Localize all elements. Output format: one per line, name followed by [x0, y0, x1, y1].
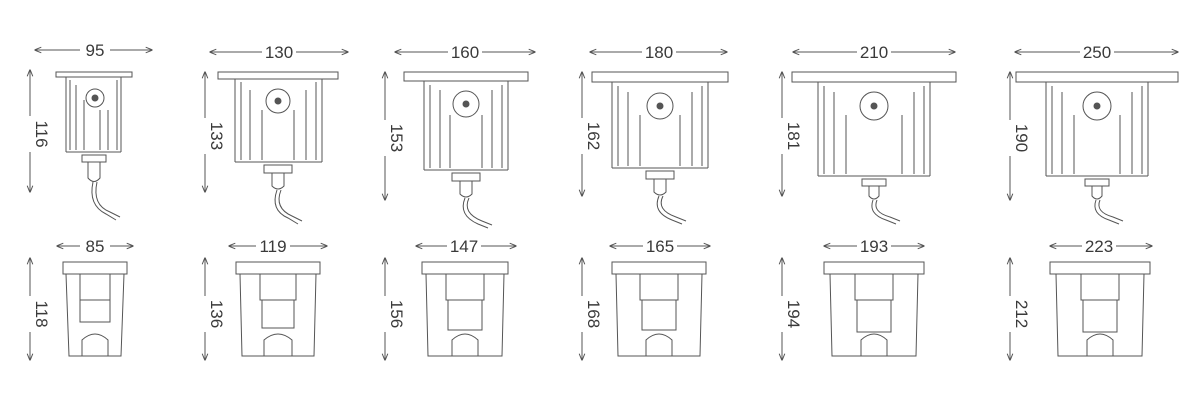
fixture-front-view [403, 71, 529, 229]
top-height-label: 181 [784, 122, 803, 150]
fixture-front-view [791, 71, 957, 225]
bottom-width-dimension: 85 [57, 236, 133, 256]
height-dimension: 153 [375, 72, 406, 200]
fixture-side-view [823, 261, 925, 357]
width-dimension: 160 [395, 42, 535, 62]
width-dimension: 180 [590, 42, 727, 62]
bottom-height-dimension: 118 [20, 258, 51, 360]
bottom-height-dimension: 156 [375, 258, 406, 360]
fixture-front-view [1015, 71, 1179, 225]
top-height-label: 162 [584, 122, 603, 150]
bottom-width-label: 223 [1085, 237, 1113, 256]
top-height-label: 133 [207, 122, 226, 150]
bottom-width-label: 165 [646, 237, 674, 256]
top-height-label: 116 [32, 120, 51, 147]
fixture-front-view [591, 71, 729, 225]
bottom-height-dimension: 136 [195, 258, 226, 360]
top-width-label: 180 [645, 43, 673, 62]
width-dimension: 130 [210, 42, 348, 62]
fixture-side-view [62, 261, 128, 357]
top-width-label: 160 [451, 43, 479, 62]
height-dimension: 162 [572, 72, 603, 196]
bottom-width-label: 193 [860, 237, 888, 256]
top-width-label: 95 [86, 41, 105, 60]
bottom-height-label: 168 [584, 300, 603, 328]
bottom-height-dimension: 168 [572, 258, 603, 360]
fixture-1: 95 116 85 118 [20, 40, 152, 360]
width-dimension: 250 [1015, 42, 1178, 62]
fixture-side-view [1049, 261, 1151, 357]
fixture-side-view [611, 261, 707, 357]
top-height-label: 153 [387, 124, 406, 152]
fixture-4: 180 162 165 168 [572, 42, 729, 360]
fixture-2: 130 133 119 136 [195, 42, 348, 360]
width-dimension: 95 [35, 40, 152, 60]
bottom-height-label: 118 [32, 300, 51, 327]
bottom-width-label: 147 [450, 237, 478, 256]
fixture-front-view [55, 71, 133, 221]
bottom-width-label: 85 [86, 237, 105, 256]
fixture-side-view [421, 261, 509, 357]
bottom-width-label: 119 [259, 237, 286, 256]
bottom-height-label: 136 [207, 300, 226, 328]
top-width-label: 130 [265, 43, 293, 62]
fixture-3: 160 153 147 156 [375, 42, 535, 360]
bottom-height-dimension: 194 [772, 258, 803, 360]
bottom-height-label: 194 [784, 300, 803, 328]
fixture-5: 210 181 193 194 [772, 42, 957, 360]
height-dimension: 190 [1000, 72, 1031, 200]
bottom-height-label: 212 [1012, 300, 1031, 328]
bottom-width-dimension: 119 [229, 236, 327, 256]
bottom-width-dimension: 193 [824, 236, 924, 256]
width-dimension: 210 [793, 42, 955, 62]
height-dimension: 116 [20, 70, 51, 192]
top-height-label: 190 [1012, 124, 1031, 152]
fixture-6: 250 190 223 212 [1000, 42, 1178, 360]
bottom-height-dimension: 212 [1000, 258, 1031, 360]
bottom-height-label: 156 [387, 300, 406, 328]
top-width-label: 210 [860, 43, 888, 62]
fixture-side-view [235, 261, 321, 357]
height-dimension: 181 [772, 72, 803, 196]
bottom-width-dimension: 165 [610, 236, 710, 256]
top-width-label: 250 [1083, 43, 1111, 62]
height-dimension: 133 [195, 72, 226, 192]
fixture-front-view [217, 71, 339, 225]
bottom-width-dimension: 147 [416, 236, 516, 256]
bottom-width-dimension: 223 [1050, 236, 1152, 256]
